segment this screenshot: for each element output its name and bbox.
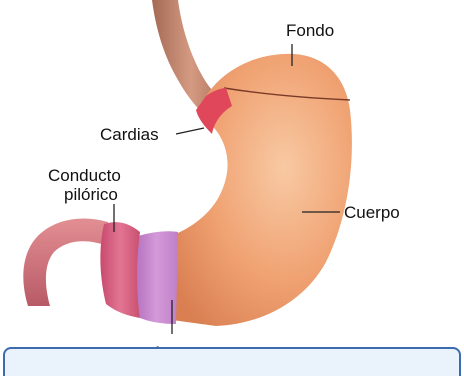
piloric-canal [100, 222, 140, 318]
footer-panel [4, 348, 460, 376]
duodenum [23, 219, 108, 306]
label-cuerpo: Cuerpo [344, 203, 400, 222]
label-cardias: Cardias [100, 125, 159, 144]
label-fondo: Fondo [286, 21, 334, 40]
leader-cardias [176, 128, 204, 134]
label-conducto-line1: Conducto [48, 166, 121, 185]
label-conducto-line2: pilórico [64, 185, 118, 204]
